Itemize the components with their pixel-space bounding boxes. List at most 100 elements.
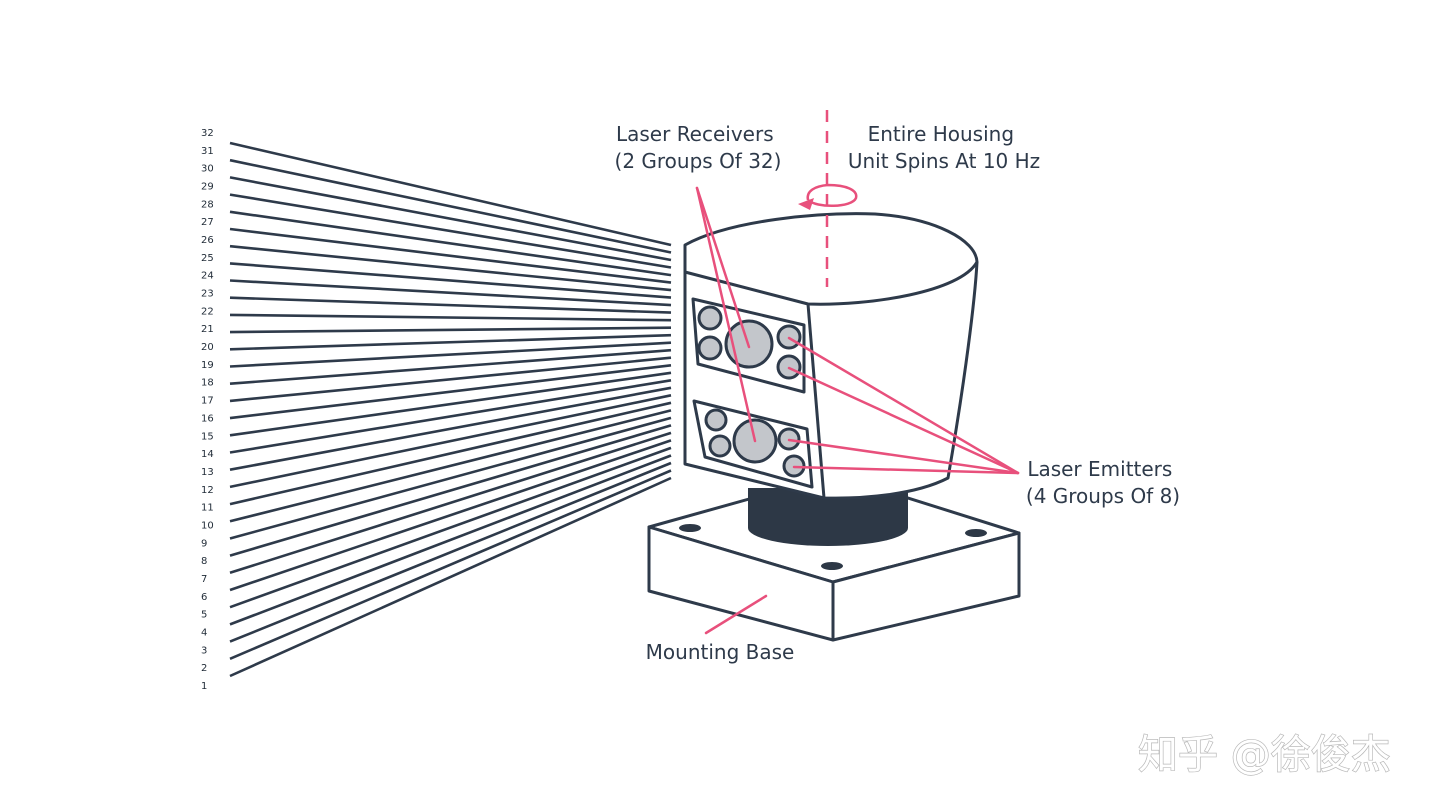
channel-label: 13 — [201, 467, 214, 478]
receiver-pointer — [695, 186, 751, 349]
rotation-arrow-icon — [806, 183, 858, 207]
laser-beam — [229, 379, 672, 454]
spin-label: Entire Housing Unit Spins At 10 Hz — [848, 122, 1040, 173]
callout-pointers — [695, 186, 1020, 635]
emitter-lens — [697, 305, 723, 331]
channel-label: 17 — [201, 396, 214, 407]
laser-beam — [229, 409, 672, 523]
laser-beam — [229, 348, 672, 385]
emitter-pointer — [792, 465, 1020, 475]
channel-label: 10 — [201, 521, 214, 532]
channel-label: 4 — [201, 628, 207, 639]
laser-beam — [229, 262, 672, 299]
watermark: 知乎 @徐俊杰 — [1138, 732, 1391, 778]
channel-label: 9 — [201, 538, 207, 549]
laser-beam — [229, 439, 672, 592]
laser-beam — [229, 431, 672, 575]
channel-label: 25 — [201, 253, 214, 264]
emitters-label-line-1: Laser Emitters — [1027, 457, 1172, 481]
receivers-label: Laser Receivers (2 Groups Of 32) — [615, 122, 782, 173]
channel-label: 21 — [201, 324, 214, 335]
laser-beam — [229, 469, 672, 660]
channel-label: 2 — [201, 663, 207, 674]
receiver-pointer — [695, 186, 757, 443]
receivers-label-line-1: Laser Receivers — [616, 122, 774, 146]
base-screw-hole — [821, 562, 843, 570]
rotating-column — [748, 488, 908, 546]
rotation-arrowhead-icon — [798, 198, 814, 210]
laser-beam — [229, 364, 672, 420]
channel-label: 31 — [201, 146, 214, 157]
laser-beams — [229, 141, 672, 678]
channel-label: 24 — [201, 271, 214, 282]
emitter-lens — [708, 434, 732, 458]
channel-label: 29 — [201, 182, 214, 193]
channel-label: 1 — [201, 681, 207, 692]
laser-beam — [229, 193, 672, 269]
laser-beam — [229, 244, 672, 292]
spin-axis — [798, 110, 858, 287]
channel-label: 20 — [201, 342, 214, 353]
channel-label: 8 — [201, 556, 207, 567]
housing-front-edge — [806, 303, 826, 499]
laser-beam — [229, 446, 672, 609]
laser-beam — [229, 210, 672, 277]
channel-label: 23 — [201, 289, 214, 300]
laser-beam — [229, 333, 672, 351]
laser-beam — [229, 476, 672, 678]
laser-beam — [229, 227, 672, 284]
channel-label: 15 — [201, 431, 214, 442]
laser-beam — [229, 416, 672, 540]
spin-label-line-2: Unit Spins At 10 Hz — [848, 149, 1040, 173]
mounting-base — [647, 473, 1021, 642]
laser-beam — [229, 296, 672, 314]
emitter-lens — [697, 335, 723, 361]
laser-beam — [229, 279, 672, 307]
base-screw-hole — [679, 524, 701, 532]
laser-beam — [229, 454, 672, 626]
laser-beam — [229, 371, 672, 437]
laser-beam — [229, 424, 672, 557]
channel-label: 3 — [201, 645, 207, 656]
laser-beam — [229, 158, 672, 254]
channel-label: 30 — [201, 164, 214, 175]
laser-beam — [229, 394, 672, 489]
channel-label: 7 — [201, 574, 207, 585]
channel-label: 12 — [201, 485, 214, 496]
laser-beam — [229, 386, 672, 471]
channel-label: 6 — [201, 592, 207, 603]
emitters-label-line-2: (4 Groups Of 8) — [1026, 484, 1180, 508]
channel-label: 16 — [201, 413, 214, 424]
channel-labels: 3231302928272625242322212019181716151413… — [201, 128, 214, 692]
base-side-face — [831, 531, 1021, 642]
laser-beam — [229, 341, 672, 368]
base-screw-hole — [965, 529, 987, 537]
channel-label: 32 — [201, 128, 214, 139]
channel-label: 28 — [201, 199, 214, 210]
laser-beam — [229, 401, 672, 506]
channel-label: 18 — [201, 378, 214, 389]
emitter-pointer — [787, 366, 1020, 475]
laser-beam — [229, 326, 672, 334]
channel-label: 11 — [201, 503, 214, 514]
emitter-pointer — [787, 336, 1020, 475]
laser-beam — [229, 313, 672, 322]
channel-label: 26 — [201, 235, 214, 246]
laser-beam — [229, 356, 672, 403]
emitters-label: Laser Emitters (4 Groups Of 8) — [1026, 457, 1180, 508]
mounting-base-label: Mounting Base — [646, 640, 795, 664]
channel-label: 22 — [201, 306, 214, 317]
channel-label: 5 — [201, 610, 207, 621]
base-pointer — [704, 594, 768, 635]
laser-beam — [229, 461, 672, 643]
laser-beam — [229, 141, 672, 247]
laser-beam — [229, 176, 672, 262]
receivers-label-line-2: (2 Groups Of 32) — [615, 149, 782, 173]
emitter-pointer — [787, 438, 1020, 475]
spin-label-line-1: Entire Housing — [868, 122, 1014, 146]
channel-label: 27 — [201, 217, 214, 228]
channel-label: 14 — [201, 449, 214, 460]
channel-label: 19 — [201, 360, 214, 371]
